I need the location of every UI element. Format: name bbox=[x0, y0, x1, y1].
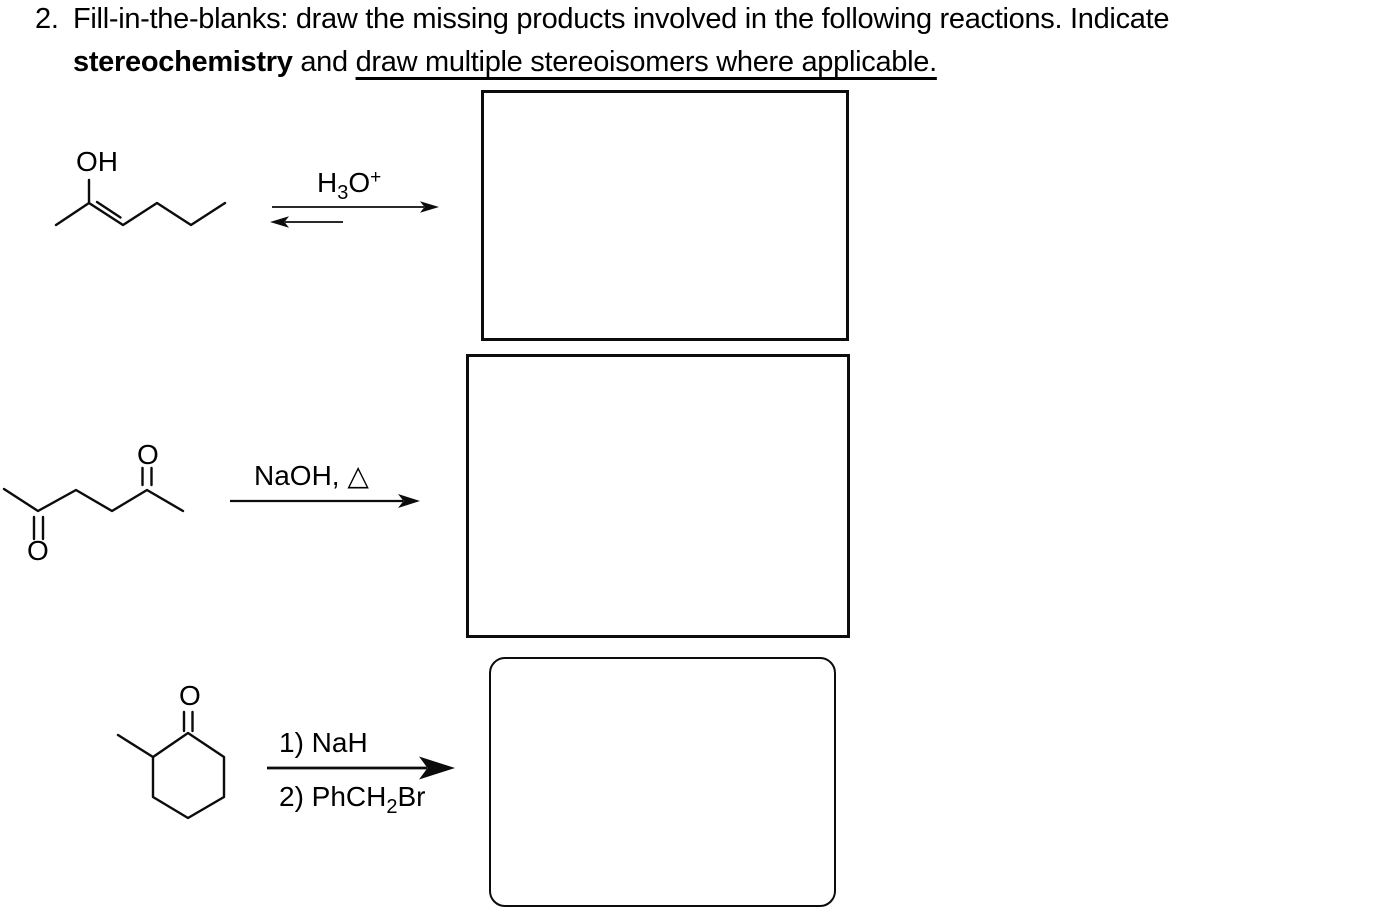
question-line-1: Fill-in-the-blanks: draw the missing pro… bbox=[73, 3, 1170, 35]
diketone-o-top-label: O bbox=[137, 439, 159, 470]
equilibrium-reverse-head bbox=[270, 216, 289, 228]
step2-post: Br bbox=[397, 781, 426, 812]
molecule-diketone-structure bbox=[2, 466, 185, 541]
answer-box-2[interactable] bbox=[466, 354, 850, 638]
question-line-2: stereochemistry and draw multiple stereo… bbox=[73, 41, 1169, 84]
naoh-heat-reagent-label: NaOH, △ bbox=[254, 460, 369, 491]
h3o-h: H bbox=[317, 167, 338, 198]
step1-nah-label: 1) NaH bbox=[279, 727, 368, 758]
enol-double-bond-inner-line bbox=[95, 200, 122, 219]
cyclohexanone-ring bbox=[151, 731, 226, 820]
question-text: Fill-in-the-blanks: draw the missing pro… bbox=[73, 0, 1169, 84]
equilibrium-arrow bbox=[270, 201, 439, 228]
answer-box-1[interactable] bbox=[481, 90, 849, 341]
step2-pre: 2) PhCH bbox=[279, 781, 387, 812]
molecule-enol-structure bbox=[54, 178, 227, 227]
question-mid-word: and bbox=[292, 46, 356, 78]
reaction-3-arrow bbox=[267, 756, 455, 780]
question-underlined-phrase: draw multiple stereoisomers where applic… bbox=[355, 46, 938, 78]
ring-methyl-bond bbox=[116, 733, 155, 759]
question-number: 2. bbox=[35, 3, 59, 35]
reaction-2-arrow-head bbox=[398, 494, 420, 508]
reaction-2-arrow bbox=[230, 494, 420, 508]
reaction-3-arrow-head bbox=[419, 756, 455, 780]
question-bold-word: stereochemistry bbox=[73, 46, 293, 78]
enol-carbon-chain bbox=[54, 201, 227, 227]
h3o-plus-superscript: + bbox=[370, 167, 382, 188]
step2-benzylbromide-label: 2) PhCH2Br bbox=[279, 781, 426, 818]
question-title: 2. Fill-in-the-blanks: draw the missing … bbox=[35, 0, 1169, 84]
answer-box-3[interactable] bbox=[489, 657, 836, 907]
step2-subscript: 2 bbox=[386, 796, 398, 818]
cyclohexanone-o-label: O bbox=[179, 680, 201, 711]
enol-oh-label: OH bbox=[76, 146, 118, 177]
h3o-subscript: 3 bbox=[337, 182, 349, 204]
diketone-o-bottom-label: O bbox=[27, 535, 49, 566]
hydronium-reagent-label: H3O+ bbox=[317, 168, 381, 203]
equilibrium-forward-head bbox=[420, 201, 439, 213]
diketone-carbon-chain bbox=[2, 487, 185, 513]
h3o-o: O bbox=[348, 167, 371, 198]
molecule-methylcyclohexanone-structure bbox=[116, 710, 226, 820]
